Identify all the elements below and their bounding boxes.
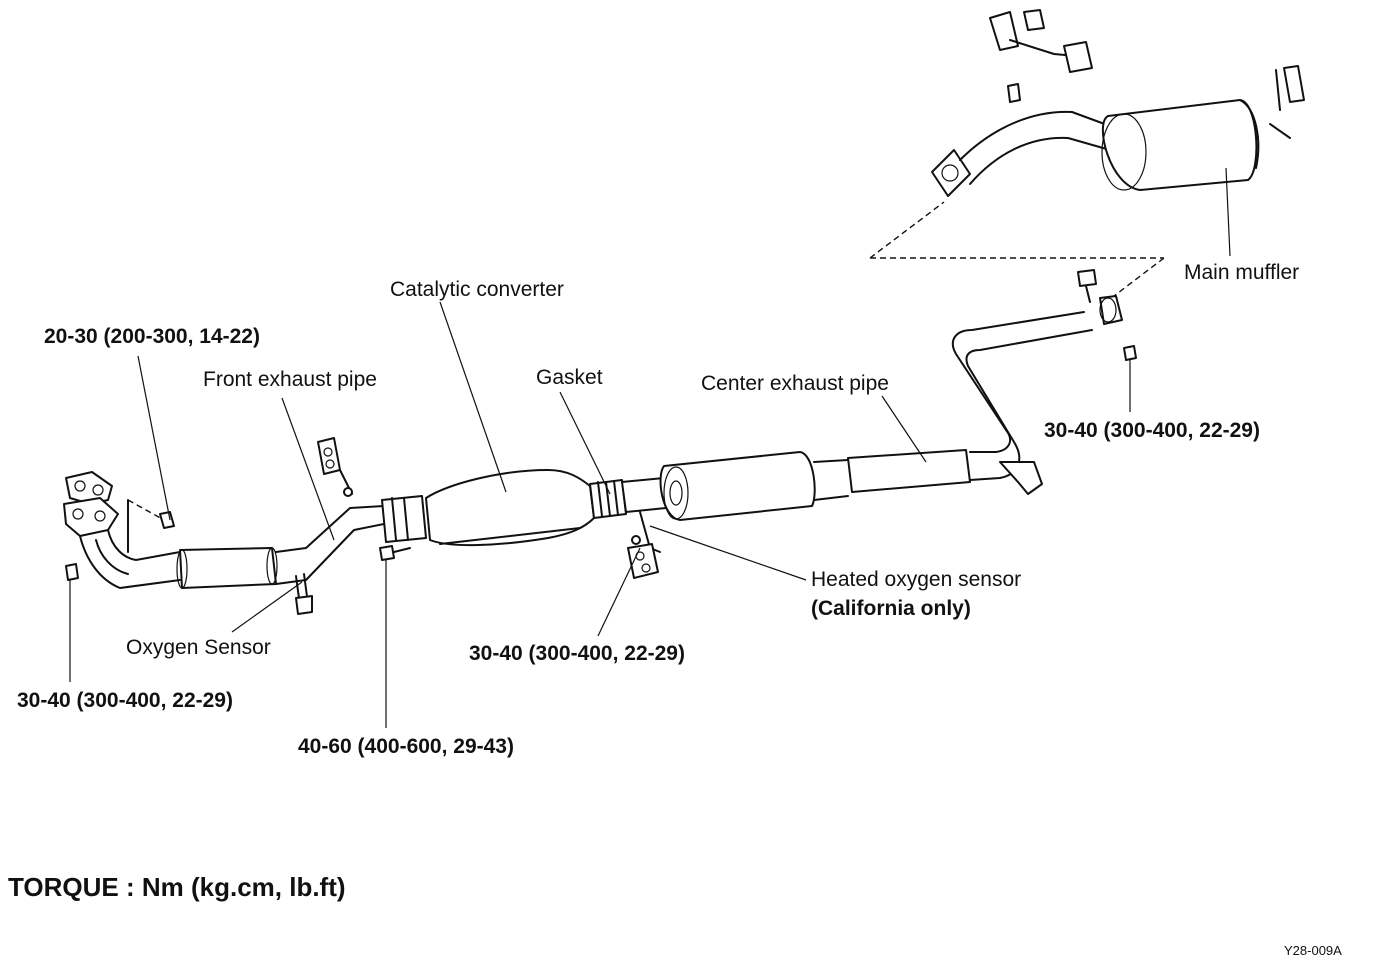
leader-lines: [69, 167, 1231, 728]
figure-code: Y28-009A: [1284, 943, 1342, 958]
heated-oxygen-sensor-label: Heated oxygen sensor: [811, 568, 1022, 591]
torque-label-mid-hanger: 30-40 (300-400, 22-29): [469, 642, 685, 665]
main-muffler-label: Main muffler: [1184, 261, 1300, 284]
front-exhaust-pipe: [63, 471, 385, 615]
torque-units-legend: TORQUE : Nm (kg.cm, lb.ft): [8, 872, 346, 902]
main-muffler-shape: [931, 9, 1305, 197]
torque-label-converter-bolt: 40-60 (400-600, 29-43): [298, 735, 514, 758]
torque-label-center-hanger: 30-40 (300-400, 22-29): [1044, 419, 1260, 442]
center-exhaust-pipe-shape: [659, 269, 1137, 521]
front-exhaust-pipe-label: Front exhaust pipe: [203, 368, 377, 391]
catalytic-converter-label: Catalytic converter: [390, 278, 564, 301]
joint-guide-line: [869, 201, 1165, 297]
torque-label-front-pipe-bolt: 20-30 (200-300, 14-22): [44, 325, 260, 348]
torque-label-manifold: 30-40 (300-400, 22-29): [17, 689, 233, 712]
center-hanger: [627, 511, 661, 579]
center-exhaust-pipe-label: Center exhaust pipe: [701, 372, 889, 395]
oxygen-sensor-label: Oxygen Sensor: [126, 636, 271, 659]
california-only-label: (California only): [811, 597, 971, 620]
catalytic-converter-shape: [381, 469, 667, 547]
front-hanger: [65, 437, 411, 581]
gasket-label: Gasket: [536, 366, 603, 389]
